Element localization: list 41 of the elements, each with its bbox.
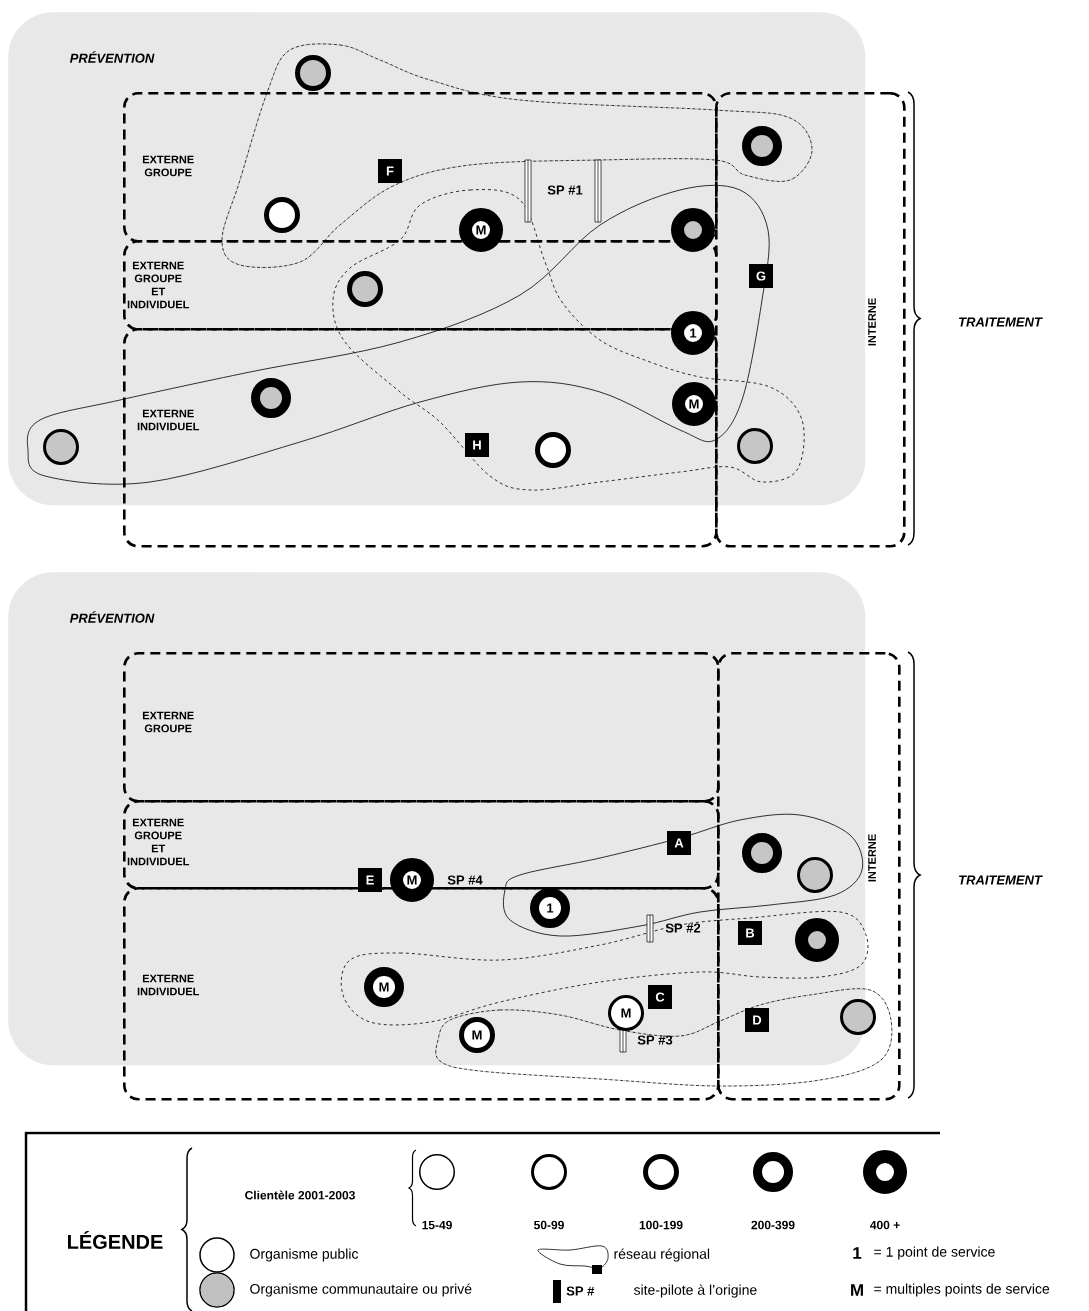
legend-text: 100-199 — [639, 1220, 683, 1230]
legend-text: site-pilote à l’origine — [633, 1284, 757, 1298]
legend-text: = multiples points de service — [874, 1283, 1050, 1297]
legend-symbol: 1 — [853, 1247, 862, 1259]
letter-tag: A — [667, 831, 691, 855]
letter-tag: F — [378, 159, 402, 183]
organization-circle — [251, 378, 291, 418]
letter-tag: E — [358, 868, 382, 892]
pilot-site-label: SP #3 — [637, 1035, 673, 1045]
legend-heading: Clientèle 2001-2003 — [245, 1190, 355, 1200]
legend-text: réseau régional — [614, 1248, 710, 1262]
organization-circle — [671, 208, 715, 252]
organization-circle — [295, 55, 331, 91]
pilot-site-label: SP #1 — [547, 185, 583, 195]
traitement-label: TRAITEMENT — [959, 875, 1043, 885]
legend-text: = 1 point de service — [874, 1246, 995, 1260]
category-box: EXTERNE GROUPE — [123, 652, 720, 803]
organization-circle — [264, 197, 300, 233]
legend-title: LÉGENDE — [68, 1231, 163, 1249]
organization-circle — [840, 999, 876, 1035]
organization-circle — [795, 918, 839, 962]
traitement-label: TRAITEMENT — [959, 317, 1043, 327]
legend-text: 15-49 — [422, 1220, 452, 1230]
organization-circle — [742, 833, 782, 873]
letter-tag: H — [465, 433, 489, 457]
organization-circle — [742, 126, 782, 166]
legend-symbol: M — [851, 1284, 863, 1296]
legend-text: 50-99 — [534, 1220, 564, 1230]
pilot-site-label: SP #4 — [447, 875, 483, 885]
pilot-site-label: SP #2 — [665, 923, 701, 933]
letter-tag: C — [648, 985, 672, 1009]
legend-text: 400 + — [870, 1220, 900, 1230]
letter-tag: D — [745, 1008, 769, 1032]
letter-tag: B — [738, 921, 762, 945]
legend-text: Organisme public — [250, 1248, 359, 1262]
organization-circle — [535, 432, 571, 468]
legend-text: Organisme communautaire ou privé — [250, 1283, 472, 1297]
legend-text: 200-399 — [751, 1220, 795, 1230]
legend-symbol: SP # — [566, 1286, 595, 1296]
letter-tag: G — [749, 264, 773, 288]
organization-circle — [347, 271, 383, 307]
